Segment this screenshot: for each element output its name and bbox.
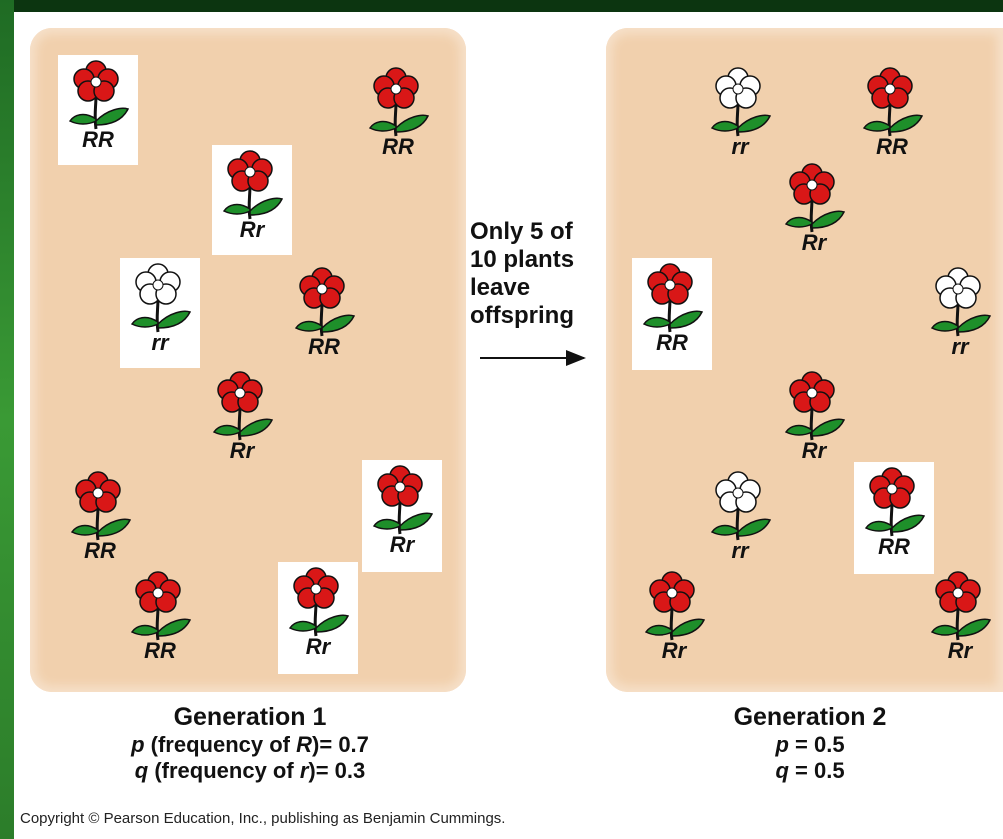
gen2-plant: RR [632, 258, 712, 370]
genotype-label: Rr [305, 634, 331, 659]
genotype-label: rr [731, 134, 749, 159]
gen1-plant: RR [58, 55, 138, 165]
red-flower-icon [368, 66, 430, 138]
gen2-plant: Rr [634, 566, 714, 666]
generation-1-title: Generation 1 [173, 703, 327, 731]
genotype-label: RR [82, 127, 114, 152]
genotype-label: Rr [229, 438, 255, 463]
genotype-label: RR [84, 538, 116, 563]
gen1-plant: RR [284, 262, 364, 362]
generation-2-title: Generation 2 [733, 703, 887, 731]
q-frequency-line: q (frequency of r)= 0.3 [60, 758, 440, 784]
genotype-label: RR [656, 330, 688, 355]
white-flower-icon [930, 266, 992, 338]
genotype-label: Rr [389, 532, 415, 557]
genotype-label: RR [876, 134, 908, 159]
top-border [0, 0, 1003, 12]
gen1-plant: Rr [362, 460, 442, 572]
genotype-label: rr [151, 330, 169, 355]
genotype-label: RR [382, 134, 414, 159]
red-flower-icon [130, 570, 192, 642]
red-flower-icon [288, 566, 350, 638]
red-flower-icon [68, 59, 130, 131]
red-flower-icon [642, 262, 704, 334]
red-flower-icon [862, 66, 924, 138]
white-flower-icon [130, 262, 192, 334]
red-flower-icon [372, 464, 434, 536]
gen2-plant: Rr [920, 566, 1000, 666]
q-text: (frequency of [154, 758, 294, 783]
gen2-plant: rr [700, 62, 780, 162]
genotype-label: Rr [801, 230, 827, 255]
genotype-label: Rr [239, 217, 265, 242]
gen1-plant: RR [358, 62, 438, 162]
p-frequency-line: p = 0.5 [680, 732, 940, 758]
p-text: (frequency of [150, 732, 291, 757]
p-symbol: p [775, 732, 789, 757]
gen2-plant: rr [700, 466, 780, 566]
q-allele: r [299, 758, 309, 783]
gen2-plant: Rr [774, 366, 854, 466]
p-allele: R [296, 732, 313, 757]
arrow-right-icon [480, 350, 586, 366]
q-value: )= 0.3 [308, 758, 366, 783]
gen1-plant: Rr [202, 366, 282, 466]
gen2-plant: RR [852, 62, 932, 162]
red-flower-icon [222, 149, 284, 221]
genotype-label: Rr [661, 638, 687, 663]
genotype-label: rr [951, 334, 969, 359]
red-flower-icon [864, 466, 926, 538]
red-flower-icon [784, 370, 846, 442]
generation-1-caption: Generation 1 p (frequency of R)= 0.7 q (… [60, 702, 440, 784]
p-frequency-line: p (frequency of R)= 0.7 [60, 732, 440, 758]
gen2-plant: Rr [774, 158, 854, 258]
red-flower-icon [294, 266, 356, 338]
left-green-border [0, 0, 14, 839]
q-symbol: q [134, 758, 149, 783]
red-flower-icon [70, 470, 132, 542]
gen1-plant: RR [60, 466, 140, 566]
p-symbol: p [131, 732, 145, 757]
genotype-label: Rr [801, 438, 827, 463]
red-flower-icon [930, 570, 992, 642]
p-value: )= 0.7 [312, 732, 369, 757]
genotype-label: RR [308, 334, 340, 359]
gen1-plant: rr [120, 258, 200, 368]
gen2-plant: RR [854, 462, 934, 574]
white-flower-icon [710, 470, 772, 542]
copyright-notice: Copyright © Pearson Education, Inc., pub… [20, 810, 506, 827]
red-flower-icon [784, 162, 846, 234]
q-value: = 0.5 [795, 758, 845, 783]
white-flower-icon [710, 66, 772, 138]
generation-2-caption: Generation 2 p = 0.5 q = 0.5 [680, 702, 940, 784]
red-flower-icon [644, 570, 706, 642]
selection-label: Only 5 of 10 plants leave offspring [470, 218, 575, 329]
red-flower-icon [212, 370, 274, 442]
genotype-label: Rr [947, 638, 973, 663]
gen1-plant: RR [120, 566, 200, 666]
gen1-plant: Rr [278, 562, 358, 674]
q-symbol: q [775, 758, 789, 783]
gen2-plant: rr [920, 262, 1000, 362]
p-value: = 0.5 [795, 732, 845, 757]
genotype-label: RR [144, 638, 176, 663]
gen1-plant: Rr [212, 145, 292, 255]
genotype-label: rr [731, 538, 749, 563]
q-frequency-line: q = 0.5 [680, 758, 940, 784]
genotype-label: RR [878, 534, 910, 559]
